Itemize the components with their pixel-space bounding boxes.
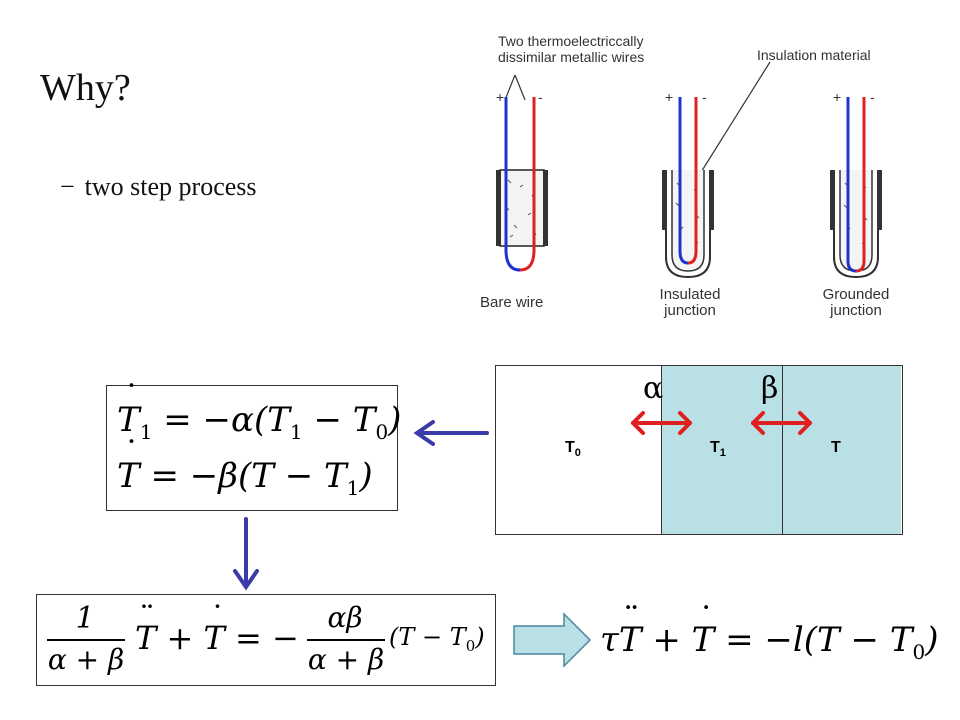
beta-double-arrow <box>751 411 812 435</box>
frac2-denominator: α + β <box>307 643 385 676</box>
divider-2 <box>782 365 783 535</box>
wires-pointer-right <box>514 74 526 101</box>
block-arrow-right <box>513 612 592 668</box>
insulation-caption: Insulation material <box>757 47 871 63</box>
shaded-region <box>661 366 901 534</box>
probe2-minus: - <box>702 89 707 105</box>
wires-pointer-left <box>504 74 516 101</box>
probe-grounded-junction <box>830 97 882 279</box>
wires-caption: Two thermoelectriccally dissimilar metal… <box>498 33 645 65</box>
frac1-numerator: 1 <box>75 601 95 636</box>
frac1-denominator: α + β <box>47 643 125 676</box>
beta-symbol: β <box>761 371 779 406</box>
equation-t: T˙ = −β(T − T1) <box>117 434 373 500</box>
exchange-arrows <box>631 411 812 435</box>
probe-insulated-junction <box>662 97 714 279</box>
probe1-minus: - <box>538 89 543 105</box>
frac1-bar <box>47 639 125 641</box>
alpha-double-arrow <box>631 411 692 435</box>
probe1-plus: + <box>496 89 505 105</box>
t0-label: T0 <box>565 439 581 460</box>
bullet-dash: − <box>60 172 75 201</box>
probe2-label: Insulated junction <box>659 286 721 319</box>
arrow-down <box>233 517 259 591</box>
probe2-plus: + <box>665 89 674 105</box>
insulation-pointer <box>697 61 771 178</box>
frac2-numerator: αβ <box>327 601 363 634</box>
equation-t1: T˙1 = −α(T1 − T0) <box>117 378 402 444</box>
t-label: T <box>831 439 841 456</box>
t1-label: T1 <box>710 439 726 460</box>
second-order-equation-box: 1 α + β T¨ + T˙ = − αβ α + β (T − T0) <box>36 594 496 686</box>
divider-1 <box>661 365 662 535</box>
probe-bare-wire <box>496 97 548 272</box>
probe1-label: Bare wire <box>480 294 544 311</box>
thermocouple-figure: Two thermoelectriccally dissimilar metal… <box>470 25 920 335</box>
heat-block-diagram: T0 T1 T α β <box>495 365 903 535</box>
frac2-bar <box>307 639 385 641</box>
slide-title: Why? <box>40 67 131 109</box>
probe3-label: Grounded junction <box>822 286 890 319</box>
equation-system-box: T˙1 = −α(T1 − T0) T˙ = −β(T − T1) <box>106 378 402 511</box>
second-order-lhs: T¨ + T˙ = − <box>135 599 299 657</box>
thermocouple-drawing <box>496 61 882 279</box>
second-order-tail: (T − T0) <box>389 623 485 655</box>
probe3-plus: + <box>833 89 842 105</box>
alpha-symbol: α <box>643 371 664 406</box>
probe3-minus: - <box>870 89 875 105</box>
bullet-text: two step process <box>84 172 257 201</box>
arrow-to-equations <box>413 420 489 446</box>
bullet-item: −two step process <box>60 172 257 202</box>
first-order-equation: τT¨ + T˙ = −l(T − T0) <box>600 600 939 664</box>
